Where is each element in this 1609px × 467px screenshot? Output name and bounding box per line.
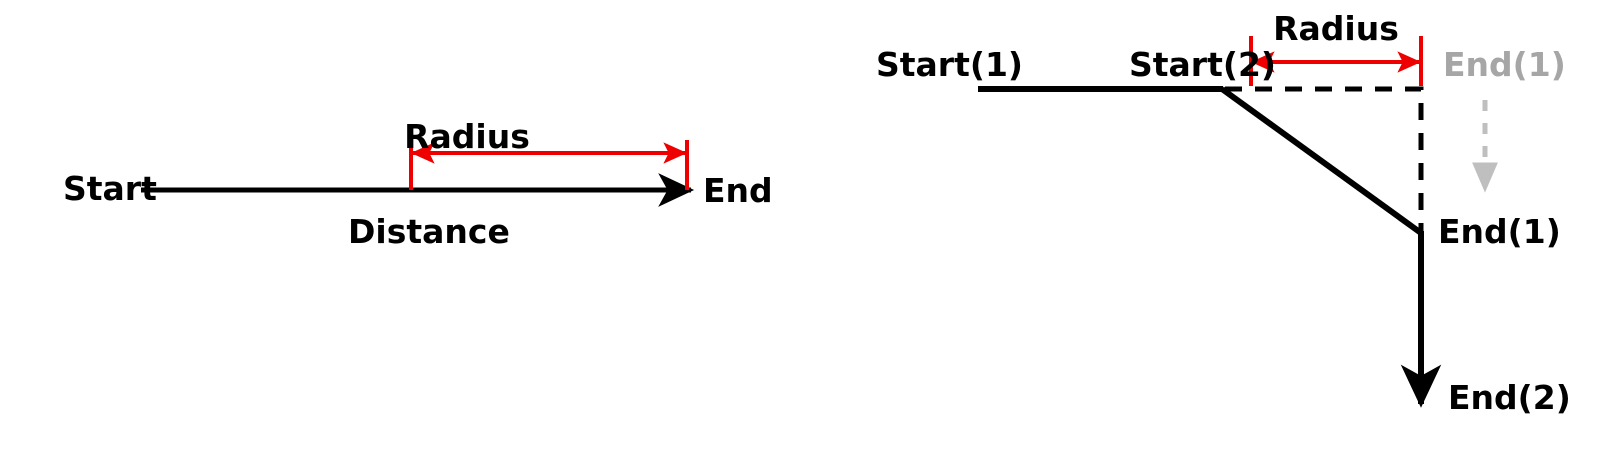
label-start-1: Start(1) xyxy=(876,45,1023,84)
dashed-original-corner xyxy=(1225,86,1424,236)
label-end-1-ghost: End(1) xyxy=(1443,45,1566,84)
label-end-2: End(2) xyxy=(1448,378,1571,417)
panel-two-segment: Start(1) Start(2) Radius End(1) End(1) E… xyxy=(876,9,1571,417)
segment-chamfer-diagonal xyxy=(1220,86,1423,236)
label-start: Start xyxy=(63,169,157,208)
label-end: End xyxy=(703,171,773,210)
panel-single-segment: Start End Distance Radius xyxy=(63,117,773,251)
label-radius-left-panel: Radius xyxy=(404,117,530,156)
label-start-2: Start(2) xyxy=(1129,45,1276,84)
label-end-1: End(1) xyxy=(1438,212,1561,251)
label-radius-right-panel: Radius xyxy=(1273,9,1399,48)
label-distance: Distance xyxy=(348,212,510,251)
